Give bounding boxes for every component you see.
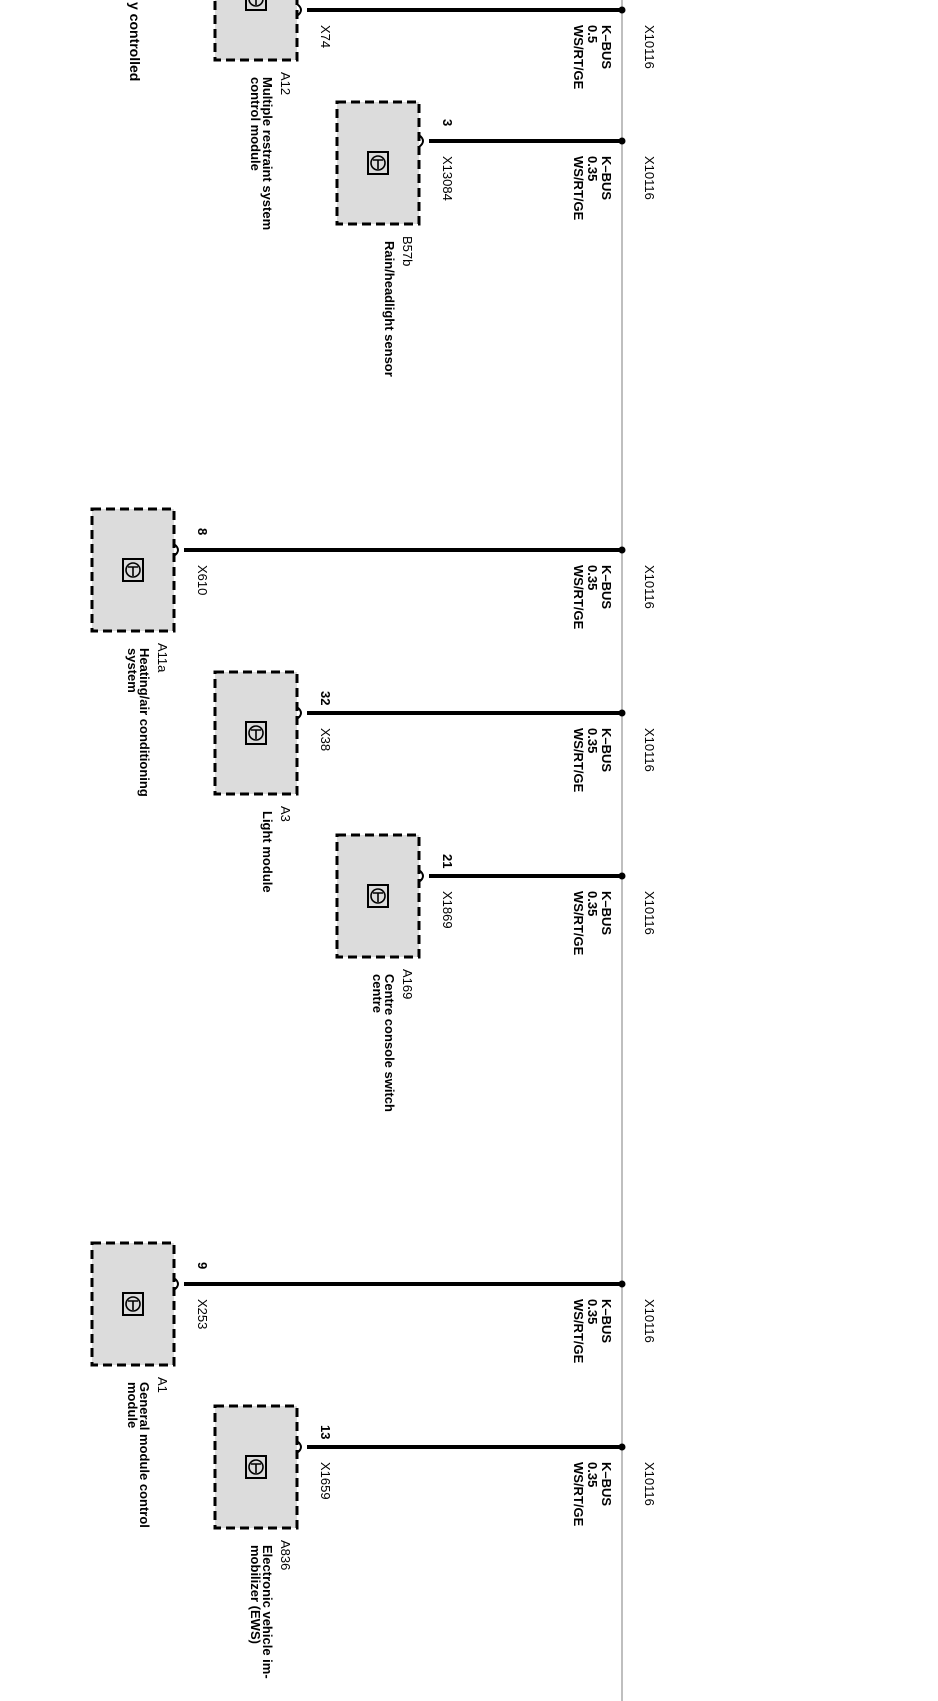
component-name: control module (248, 77, 263, 171)
control-module-box (213, 670, 299, 796)
bus-connector-id: X10116 (642, 25, 657, 69)
component-code: A1 (155, 1377, 170, 1393)
wire-spec: K–BUS (599, 156, 614, 200)
module-symbol-icon (122, 1292, 144, 1316)
pin-number: 8 (195, 528, 210, 535)
wire-spec: 0.35 (585, 728, 600, 753)
wire-spec: WS/RT/GE (571, 565, 586, 630)
component-code: A12 (278, 72, 293, 95)
module-symbol-ring (370, 155, 386, 171)
wire-spec: WS/RT/GE (571, 156, 586, 221)
wire-spec: K–BUS (599, 891, 614, 935)
bus-junction-dot (618, 1280, 626, 1288)
wire-spec: WS/RT/GE (571, 891, 586, 956)
component-code: B57b (400, 236, 415, 266)
bus-connector-id: X10116 (642, 891, 657, 935)
component-code: A11a (155, 643, 170, 673)
wire-spec: 0.5 (585, 25, 600, 43)
wire-spec: WS/RT/GE (571, 728, 586, 793)
module-symbol-mark (251, 1463, 261, 1473)
bus-junction-dot (618, 6, 626, 14)
connector-id: X610 (195, 565, 210, 595)
edge-text: y controlled (127, 2, 143, 81)
component-code: A169 (400, 969, 415, 999)
module-symbol-ring (248, 1459, 264, 1475)
pin-number: 32 (318, 691, 333, 705)
module-symbol-icon (367, 151, 389, 175)
module-symbol-ring (248, 725, 264, 741)
wire-spec: 0.35 (585, 565, 600, 590)
module-symbol-ring (125, 562, 141, 578)
pin-number: 21 (440, 854, 455, 868)
module-symbol-icon (367, 884, 389, 908)
bus-junction-dot (618, 546, 626, 554)
wire-spec: K–BUS (599, 565, 614, 609)
component-name: Light module (260, 811, 275, 893)
wire-spec: 0.35 (585, 891, 600, 916)
bus-junction-dot (618, 1443, 626, 1451)
wire-spec: 0.35 (585, 1462, 600, 1487)
component-name: module (125, 1382, 140, 1428)
pin-number: 9 (195, 1262, 210, 1269)
component-name: mobilizer (EWS) (248, 1545, 263, 1644)
wire-spec: WS/RT/GE (571, 1299, 586, 1364)
component-code: A836 (278, 1540, 293, 1570)
bus-connector-id: X10116 (642, 1299, 657, 1343)
module-symbol-ring (248, 0, 264, 7)
module-symbol-ring (370, 888, 386, 904)
wire-spec: K–BUS (599, 1462, 614, 1506)
bus-connector-id: X10116 (642, 1462, 657, 1506)
module-symbol-mark (255, 0, 257, 5)
bus-connector-id: X10116 (642, 156, 657, 200)
pin-number: 13 (318, 1425, 333, 1439)
pin-number: 3 (440, 119, 455, 126)
module-symbol-mark (128, 1300, 138, 1310)
module-symbol-mark (373, 892, 383, 902)
connector-id: X13084 (440, 156, 455, 201)
module-symbol-icon (245, 721, 267, 745)
connector-id: X253 (195, 1299, 210, 1329)
component-name: Rain/headlight sensor (382, 241, 397, 377)
connector-id: X74 (318, 25, 333, 48)
wire-spec: WS/RT/GE (571, 25, 586, 90)
component-name: system (125, 648, 140, 693)
connector-id: X1659 (318, 1462, 333, 1500)
component-name: centre (370, 974, 385, 1013)
module-symbol-mark (251, 729, 261, 739)
wire-spec: K–BUS (599, 1299, 614, 1343)
module-symbol-icon (245, 1455, 267, 1479)
component-name: Heating/air conditioning (137, 648, 152, 797)
module-symbol-icon (122, 558, 144, 582)
module-symbol-ring (125, 1296, 141, 1312)
module-symbol-mark (128, 566, 138, 576)
wire-spec: K–BUS (599, 728, 614, 772)
connector-id: X1869 (440, 891, 455, 929)
wire-spec: K–BUS (599, 25, 614, 69)
connector-id: X38 (318, 728, 333, 751)
component-name: Electronic vehicle im- (260, 1545, 275, 1679)
component-name: General module control (137, 1382, 152, 1528)
module-symbol-mark (373, 159, 383, 169)
module-symbol-icon (245, 0, 267, 11)
bus-junction-dot (618, 137, 626, 145)
component-name: Centre console switch (382, 974, 397, 1112)
wire-spec: 0.35 (585, 1299, 600, 1324)
bus-junction-dot (618, 709, 626, 717)
bus-connector-id: X10116 (642, 728, 657, 772)
component-name: Multiple restraint system (260, 77, 275, 230)
wire-spec: WS/RT/GE (571, 1462, 586, 1527)
wire-spec: 0.35 (585, 156, 600, 181)
component-code: A3 (278, 806, 293, 822)
bus-junction-dot (618, 872, 626, 880)
bus-connector-id: X10116 (642, 565, 657, 609)
